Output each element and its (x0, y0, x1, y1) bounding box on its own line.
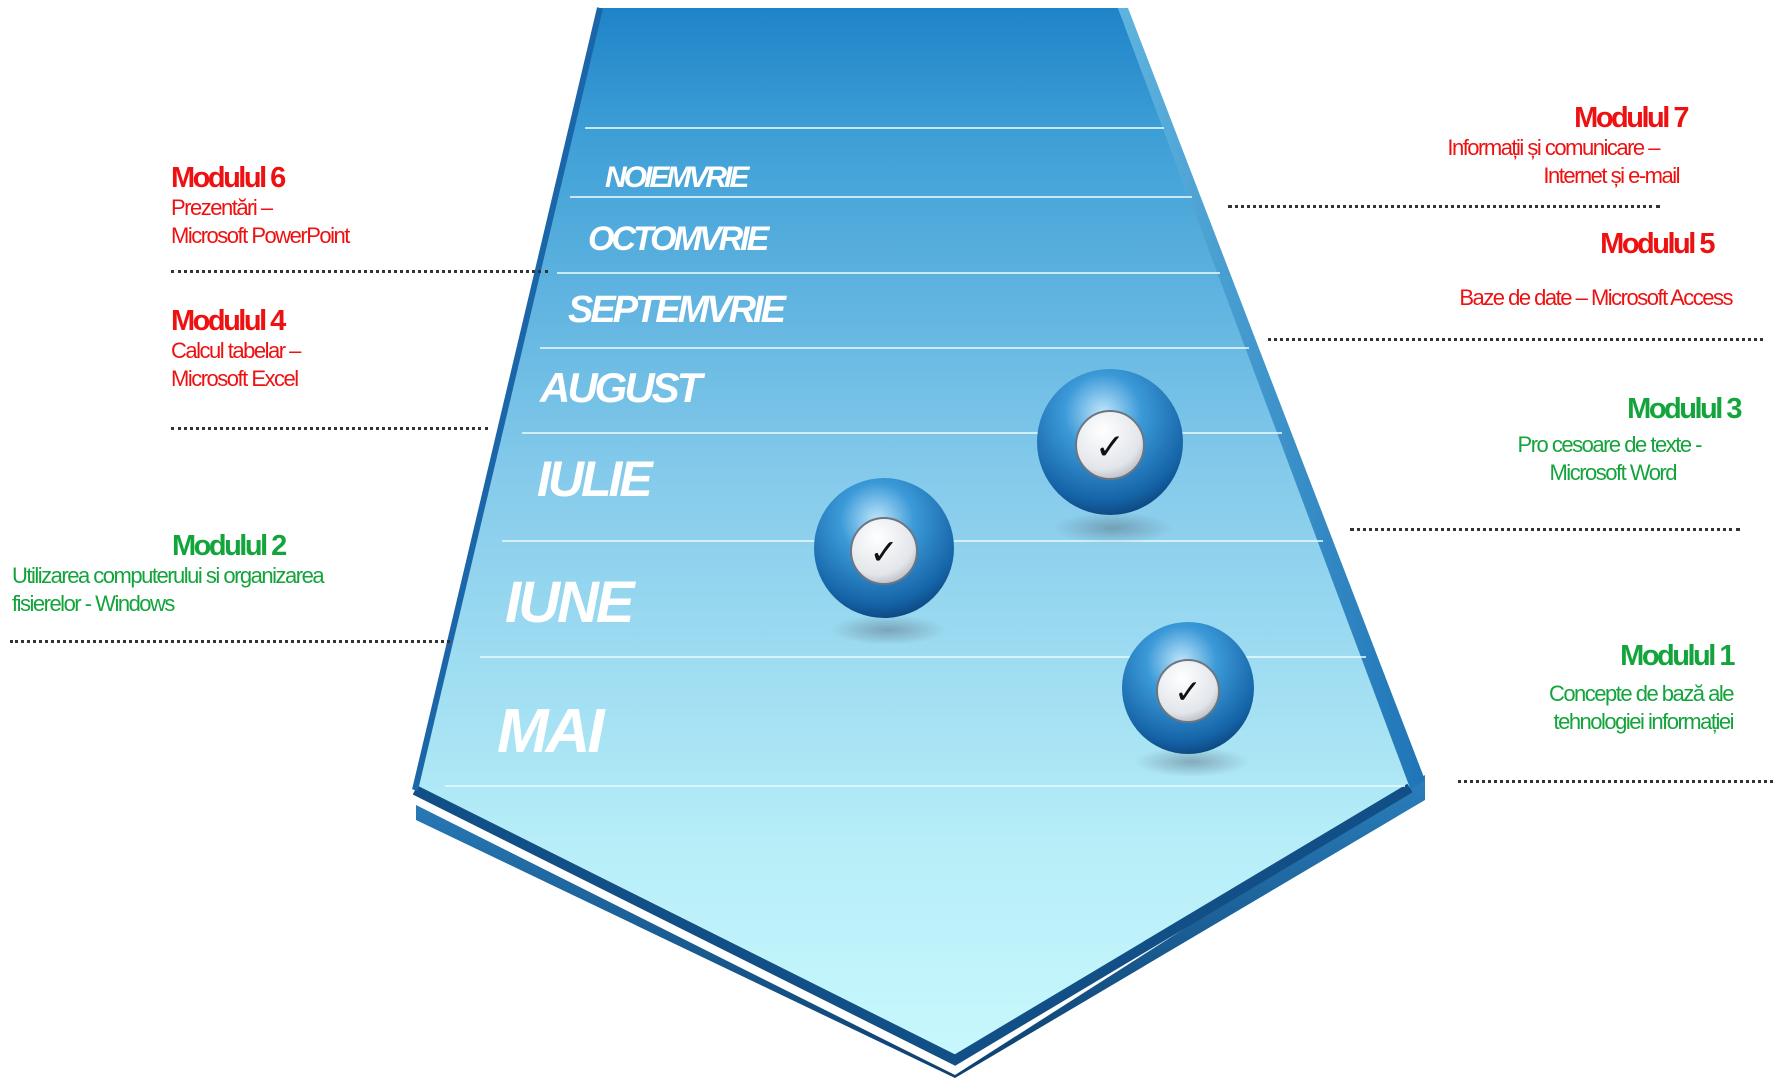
module-desc-line: Internet și e-mail (1543, 163, 1680, 188)
module-title: Modulul 5 (1600, 228, 1715, 260)
month-mai: MAI (497, 697, 606, 766)
module-title: Modulul 2 (172, 530, 287, 562)
leader-line-module-6 (171, 270, 548, 273)
module-desc-line: Microsoft PowerPoint (171, 223, 350, 248)
module-desc-line: Calcul tabelar – (171, 338, 301, 363)
module-title: Modulul 3 (1627, 393, 1742, 425)
module-desc-line: tehnologiei informației (1553, 709, 1734, 734)
module-7: Modulul 7 Informații și comunicare – Int… (1259, 102, 1689, 190)
module-desc-line: Informații și comunicare – (1447, 135, 1660, 160)
module-3: Modulul 3 Pro cesoare de texte - Microso… (1316, 393, 1743, 487)
checkmark-icon: ✓ (869, 533, 898, 573)
leader-line-module-1 (1458, 780, 1773, 783)
module-title: Modulul 6 (171, 162, 286, 194)
module-desc-line: fisierelor - Windows (12, 591, 175, 616)
module-title: Modulul 7 (1574, 102, 1689, 134)
module-desc-line: Microsoft Excel (171, 366, 299, 391)
month-iulie: IULIE (537, 451, 654, 507)
module-desc-line: Pro cesoare de texte - (1517, 432, 1703, 457)
leader-line-module-7 (1228, 205, 1660, 208)
month-noiembrie: NOIEMVRIE (605, 161, 750, 194)
module-1: Modulul 1 Concepte de bază ale tehnologi… (1313, 640, 1736, 736)
module-title: Modulul 4 (171, 305, 286, 337)
arrow-side (1118, 8, 1425, 790)
checkmark-icon: ✓ (1174, 672, 1202, 711)
check-badge-module-2: ✓ (814, 478, 954, 645)
month-septembrie: SEPTEMVRIE (568, 289, 788, 331)
module-4: Modulul 4 Calcul tabelar – Microsoft Exc… (171, 305, 301, 393)
leader-line-module-2 (10, 640, 450, 643)
check-badge-module-1: ✓ (1122, 622, 1254, 777)
leader-line-module-3 (1350, 528, 1740, 531)
month-iune: IUNE (505, 570, 637, 635)
module-desc-line: Baze de date – Microsoft Access (1459, 285, 1733, 310)
leader-line-module-4 (171, 427, 488, 430)
check-badge-module-3: ✓ (1037, 369, 1183, 544)
module-desc-line: Prezentări – (171, 195, 273, 220)
module-2: Modulul 2 Utilizarea computerului si org… (12, 530, 325, 618)
module-6: Modulul 6 Prezentări – Microsoft PowerPo… (171, 162, 350, 250)
module-title: Modulul 1 (1620, 640, 1735, 672)
module-desc-line: Utilizarea computerului si organizarea (12, 563, 325, 588)
module-desc-line: Microsoft Word (1549, 460, 1677, 485)
module-5: Modulul 5 Baze de date – Microsoft Acces… (1312, 228, 1733, 312)
checkmark-icon: ✓ (1095, 427, 1125, 468)
leader-line-module-5 (1268, 338, 1763, 341)
module-desc-line: Concepte de bază ale (1548, 681, 1735, 706)
month-octombrie: OCTOMVRIE (588, 220, 771, 258)
month-august: AUGUST (539, 364, 706, 411)
